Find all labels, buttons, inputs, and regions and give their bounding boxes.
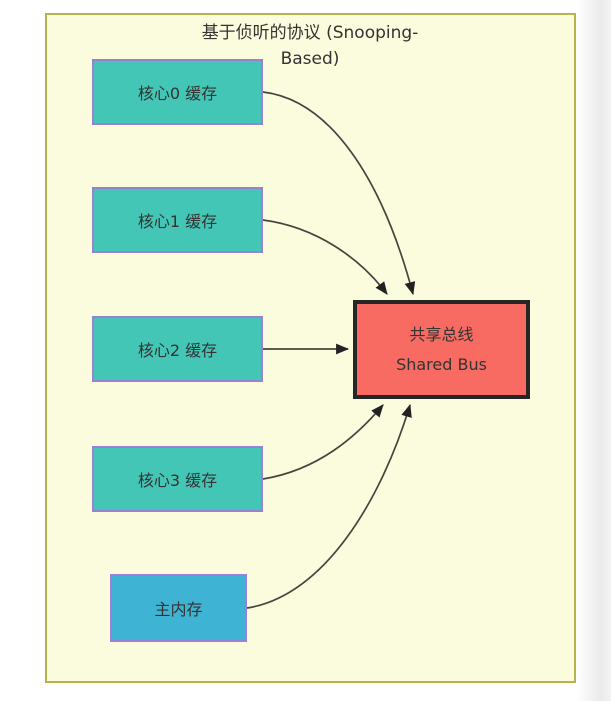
node-shared-bus: 共享总线 Shared Bus: [353, 300, 530, 399]
node-core0-cache: 核心0 缓存: [92, 59, 263, 125]
node-main-memory: 主内存: [110, 574, 247, 642]
node-shared-bus-label-line-2: Shared Bus: [396, 354, 487, 374]
diagram-title: 基于侦听的协议 (Snooping- Based): [45, 20, 575, 72]
node-core1-cache: 核心1 缓存: [92, 187, 263, 253]
node-core3-cache-label: 核心3 缓存: [137, 471, 218, 490]
page-edge-shadow: [577, 0, 611, 701]
node-core1-cache-label: 核心1 缓存: [137, 212, 218, 231]
node-main-memory-label: 主内存: [154, 600, 203, 619]
node-core2-cache-label: 核心2 缓存: [137, 341, 218, 360]
diagram-title-line-1: 基于侦听的协议 (Snooping-: [201, 23, 419, 43]
node-core3-cache: 核心3 缓存: [92, 446, 263, 512]
node-core2-cache: 核心2 缓存: [92, 316, 263, 382]
node-shared-bus-label-line-1: 共享总线: [409, 324, 474, 344]
node-core0-cache-label: 核心0 缓存: [137, 84, 218, 103]
diagram-title-line-2: Based): [280, 49, 340, 69]
